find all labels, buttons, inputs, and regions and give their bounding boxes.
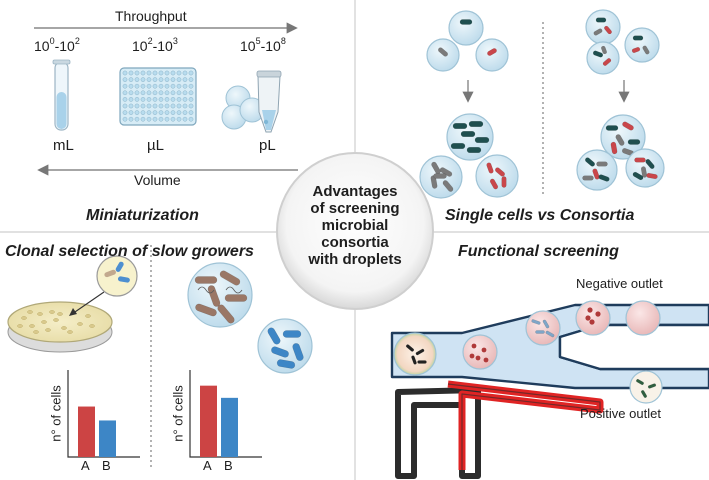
- droplet-consortia-left: [586, 41, 620, 75]
- chart-1-bar-B: [99, 420, 116, 457]
- unit-ml: mL: [53, 137, 74, 154]
- droplet-channel-2: [525, 310, 561, 346]
- chart-1-ylabel: n° of cells: [48, 384, 64, 442]
- center-line-3: microbial: [321, 217, 389, 234]
- microplate-icon: [119, 67, 197, 126]
- droplet-single-top: [448, 10, 484, 46]
- droplet-sorting-positive: [393, 332, 437, 376]
- droplets-tube-icon: [221, 70, 282, 133]
- center-line-5: with droplets: [308, 251, 402, 268]
- droplet-channel-1: [462, 334, 498, 370]
- center-circle: [276, 152, 434, 310]
- magnified-colony-icon: [96, 255, 138, 297]
- petri-dish-icon: [7, 291, 113, 353]
- droplet-consortia-top: [585, 9, 621, 45]
- center-line-4: consortia: [321, 234, 389, 251]
- droplet-positive-outlet: [629, 370, 663, 404]
- miniaturization-title: Miniaturization: [86, 207, 199, 224]
- center-heading: Advantages of screening microbial consor…: [297, 183, 413, 268]
- unit-pl: pL: [259, 137, 276, 154]
- electrode-dark: [395, 387, 481, 479]
- positive-outlet-label: Positive outlet: [580, 406, 661, 421]
- chart-2-tick-B: B: [224, 458, 233, 473]
- chart-1-tick-B: B: [102, 458, 111, 473]
- single-vs-consortia-panel: [419, 9, 665, 199]
- range-label-1: 100-102: [34, 36, 80, 54]
- droplet-negative-1: [575, 300, 611, 336]
- negative-outlet-label: Negative outlet: [576, 276, 663, 291]
- droplet-single-right: [475, 38, 509, 72]
- chart-2-bar-B: [221, 397, 238, 457]
- unit-ul: µL: [147, 137, 164, 154]
- chart-2-bar-A: [200, 385, 217, 457]
- volume-label: Volume: [134, 172, 181, 188]
- clonal-selection-panel: [7, 245, 313, 470]
- throughput-label: Throughput: [115, 8, 187, 24]
- chart-1-bar-A: [78, 406, 95, 457]
- electrode-red: [447, 380, 604, 470]
- miniaturization-panel: [34, 22, 298, 176]
- chart-1-tick-A: A: [81, 458, 90, 473]
- test-tube-icon: [52, 59, 71, 131]
- range-label-3: 105-108: [240, 36, 286, 54]
- clonal-selection-title: Clonal selection of slow growers: [5, 243, 254, 260]
- range-label-2: 102-103: [132, 36, 178, 54]
- chart-2-tick-A: A: [203, 458, 212, 473]
- center-line-2: of screening: [310, 200, 400, 217]
- single-vs-consortia-title: Single cells vs Consortia: [445, 207, 635, 224]
- droplet-negative-2: [625, 300, 661, 336]
- droplet-consortia-right: [624, 27, 660, 63]
- droplet-grown-right: [475, 154, 519, 198]
- center-line-1: Advantages: [312, 183, 398, 200]
- functional-screening-panel: [390, 300, 709, 479]
- functional-screening-title: Functional screening: [458, 243, 619, 260]
- chart-2-ylabel: n° of cells: [170, 384, 186, 442]
- droplet-single-left: [426, 38, 460, 72]
